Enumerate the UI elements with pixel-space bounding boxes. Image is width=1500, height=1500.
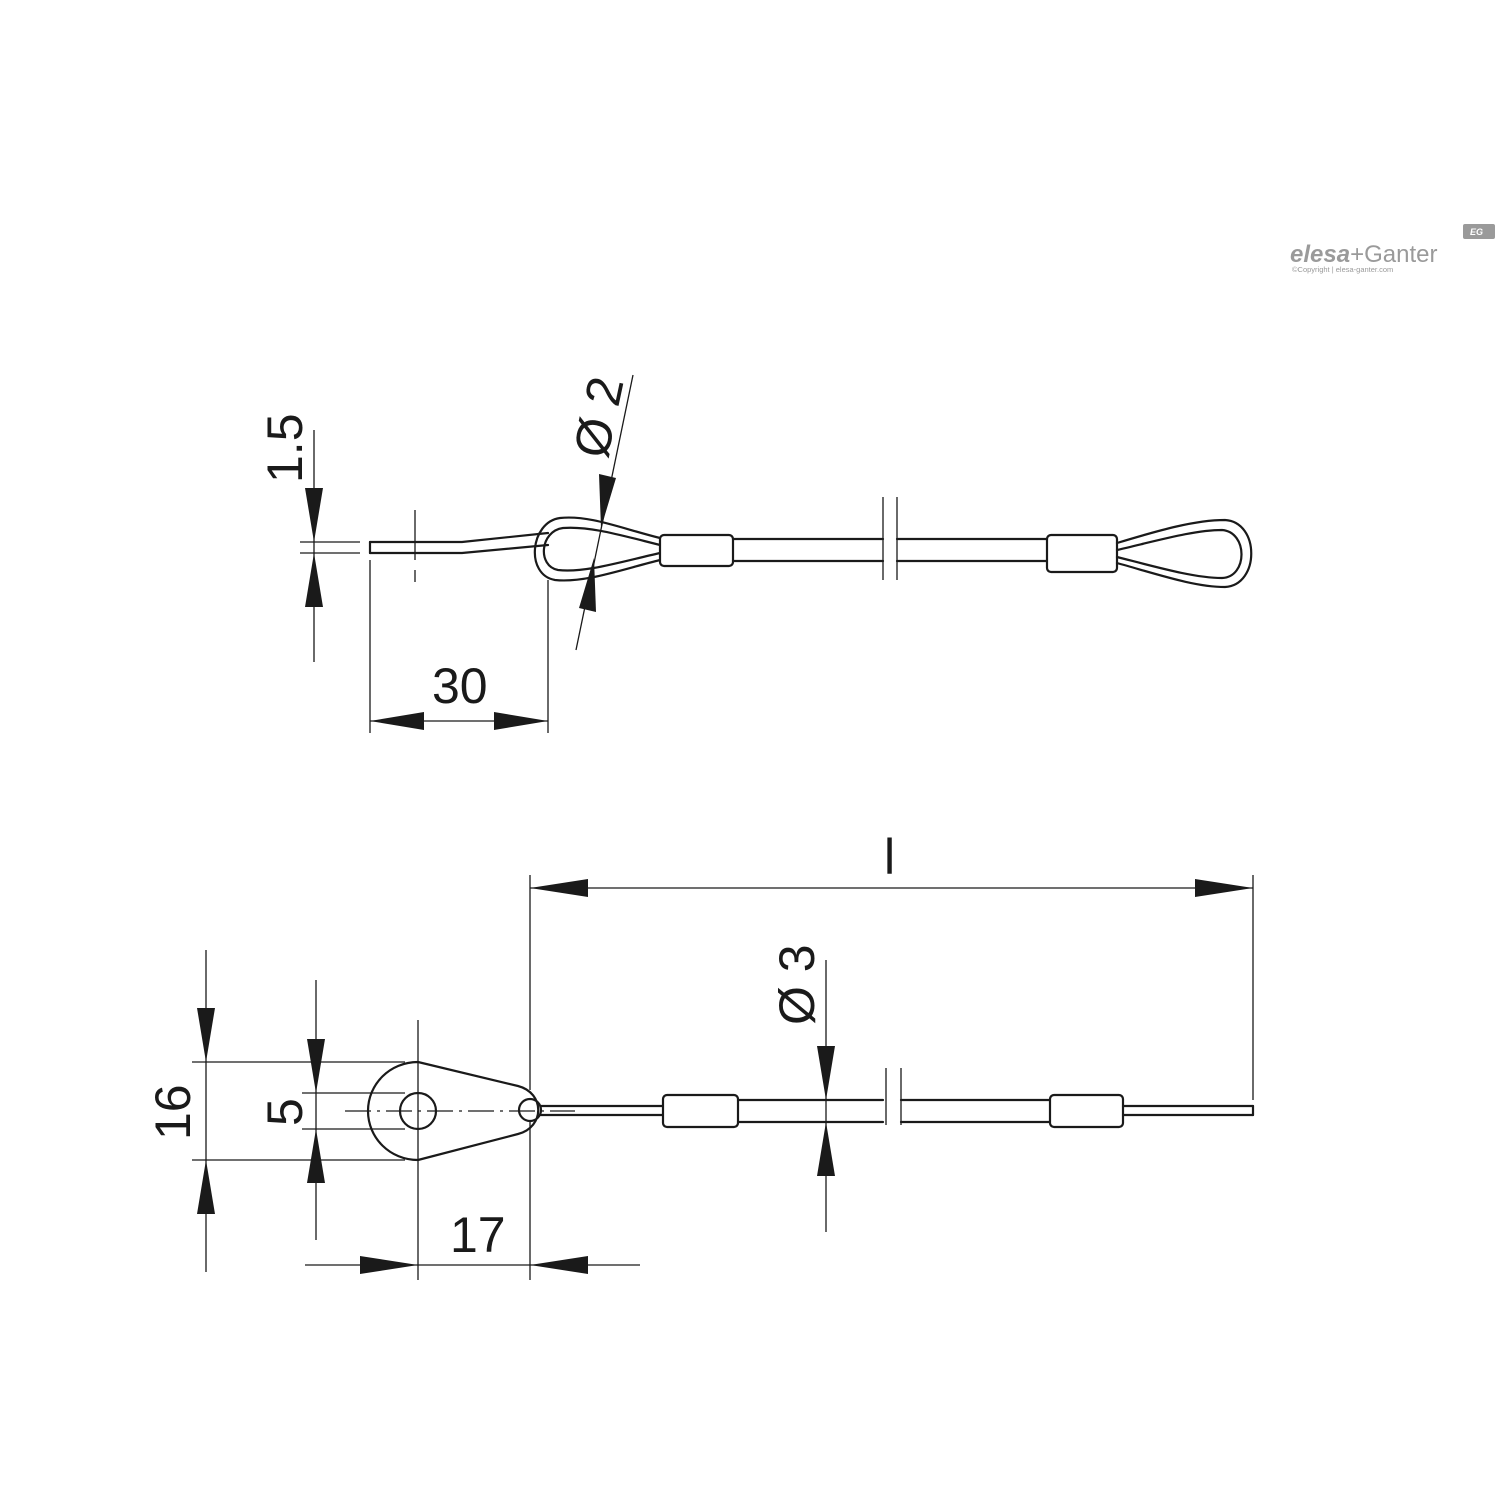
dim-pin-length-label: 30 — [432, 658, 488, 714]
right-sleeve — [1045, 533, 1119, 574]
logo-copyright: ©Copyright | elesa-ganter.com — [1292, 265, 1393, 274]
dim-arrow — [817, 1122, 835, 1176]
right-loop-inner — [1115, 528, 1243, 580]
brand-logo: elesa+Ganter EG ©Copyright | elesa-gante… — [1290, 224, 1495, 274]
dim-arrow — [360, 1256, 418, 1274]
dim-arrow — [817, 1046, 835, 1100]
svg-text:elesa+Ganter: elesa+Ganter — [1290, 241, 1437, 268]
dim-arrow — [599, 474, 616, 528]
dim-thickness-label: 1.5 — [257, 413, 313, 483]
top-view: 1.5 30 Ø 2 — [257, 372, 1253, 733]
logo-ganter: +Ganter — [1350, 241, 1437, 268]
pin-top-edge — [368, 531, 550, 544]
dim-cable-diameter-label: Ø 3 — [769, 944, 825, 1025]
dim-arrow — [305, 553, 323, 607]
dim-arrow — [370, 712, 424, 730]
bottom-right-sleeve — [1048, 1093, 1125, 1129]
dim-plate-width-label: 16 — [145, 1084, 201, 1140]
dim-arrow — [530, 879, 588, 897]
dim-arrow — [1195, 879, 1253, 897]
dim-length-label: l — [884, 829, 895, 885]
dim-arrow — [494, 712, 548, 730]
left-eyelet-inner — [542, 526, 662, 572]
dim-arrow — [197, 1160, 215, 1214]
bottom-left-sleeve — [661, 1093, 740, 1129]
dim-arrow — [579, 558, 596, 612]
left-eyelet-outer — [533, 516, 662, 582]
dim-wire-diameter-label: Ø 2 — [563, 372, 635, 462]
dim-arrow — [197, 1008, 215, 1062]
left-sleeve — [658, 533, 735, 568]
bottom-view: l Ø 3 16 5 17 — [145, 829, 1255, 1280]
right-loop-outer — [1115, 518, 1253, 589]
pin-bottom-edge — [368, 543, 550, 555]
dim-hole-diameter-label: 5 — [257, 1098, 313, 1126]
logo-badge-text: EG — [1470, 227, 1483, 237]
dim-arrow — [307, 1039, 325, 1093]
logo-elesa: elesa — [1290, 241, 1350, 268]
logo-badge — [1463, 224, 1495, 239]
teardrop-plate — [366, 1060, 540, 1162]
dim-arrow — [307, 1129, 325, 1183]
dim-hole-offset-label: 17 — [450, 1207, 506, 1263]
dim-arrow — [530, 1256, 588, 1274]
dim-arrow — [305, 488, 323, 542]
